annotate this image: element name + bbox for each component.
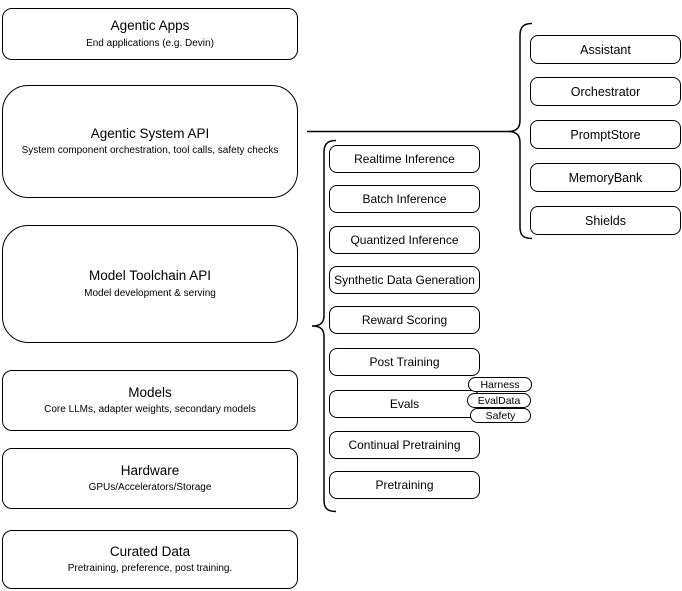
node-reward-scoring: Reward Scoring — [329, 306, 480, 334]
tag-safety: Safety — [470, 408, 531, 423]
node-title: Curated Data — [109, 543, 191, 559]
node-title: Agentic System API — [90, 125, 210, 141]
node-agentic-apps: Agentic Apps End applications (e.g. Devi… — [2, 8, 298, 60]
node-evals: Evals — [329, 390, 480, 418]
node-shields: Shields — [530, 206, 681, 235]
node-continual-pretraining: Continual Pretraining — [329, 431, 480, 459]
node-assistant: Assistant — [530, 35, 681, 64]
node-curated-data: Curated Data Pretraining, preference, po… — [2, 530, 298, 589]
node-subtitle: Core LLMs, adapter weights, secondary mo… — [44, 404, 256, 416]
node-quantized-inference: Quantized Inference — [329, 226, 480, 254]
node-subtitle: GPUs/Accelerators/Storage — [88, 482, 212, 494]
node-memorybank: MemoryBank — [530, 163, 681, 192]
node-pretraining: Pretraining — [329, 471, 480, 499]
node-subtitle: System component orchestration, tool cal… — [21, 145, 279, 157]
node-promptstore: PromptStore — [530, 120, 681, 149]
node-model-toolchain-api: Model Toolchain API Model development & … — [2, 225, 298, 343]
node-title: Model Toolchain API — [88, 268, 212, 284]
node-subtitle: Pretraining, preference, post training. — [67, 563, 233, 575]
node-title: Models — [128, 384, 172, 400]
node-models: Models Core LLMs, adapter weights, secon… — [2, 370, 298, 431]
node-title: Agentic Apps — [110, 18, 190, 34]
node-synthetic-data-generation: Synthetic Data Generation — [329, 266, 480, 294]
tag-evaldata: EvalData — [467, 393, 531, 408]
node-hardware: Hardware GPUs/Accelerators/Storage — [2, 448, 298, 509]
node-subtitle: Model development & serving — [84, 287, 216, 299]
node-post-training: Post Training — [329, 348, 480, 376]
node-title: Hardware — [120, 462, 180, 478]
components-brace — [507, 22, 533, 240]
node-subtitle: End applications (e.g. Devin) — [86, 37, 214, 49]
node-orchestrator: Orchestrator — [530, 77, 681, 106]
node-batch-inference: Batch Inference — [329, 185, 480, 213]
node-agentic-system-api: Agentic System API System component orch… — [2, 85, 298, 198]
node-realtime-inference: Realtime Inference — [329, 145, 480, 173]
tag-harness: Harness — [468, 377, 532, 392]
